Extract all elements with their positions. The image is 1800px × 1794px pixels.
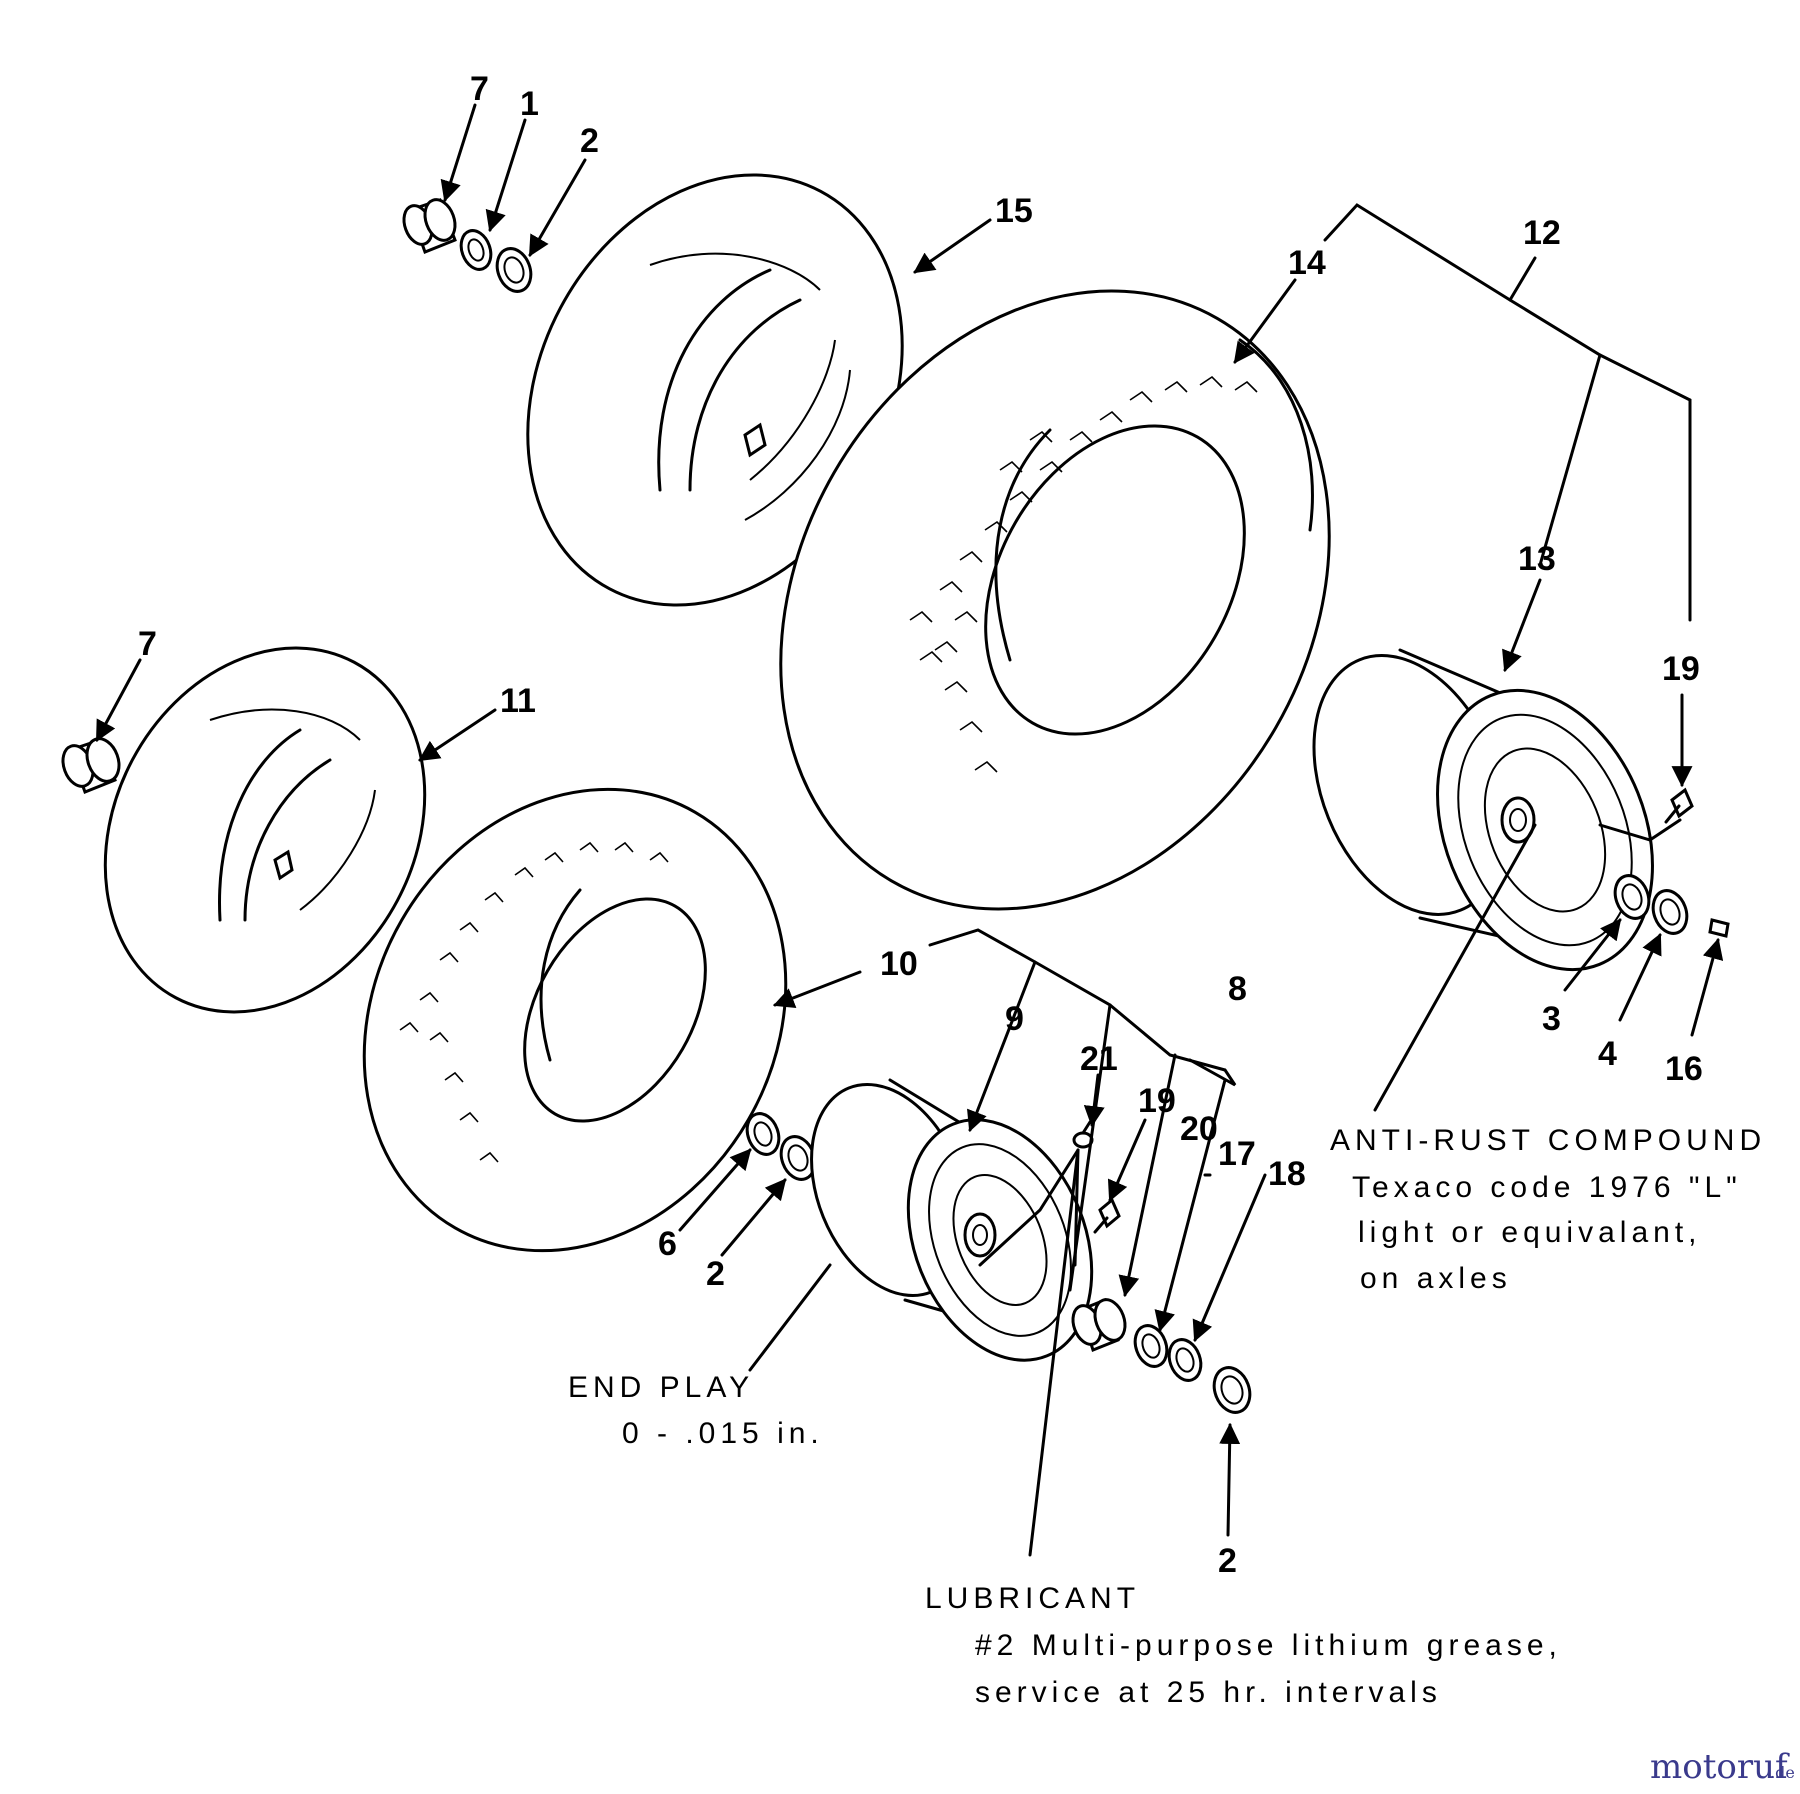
callout-2-bottom: 2 [1218, 1542, 1237, 1580]
callout-9: 9 [1005, 1000, 1024, 1038]
callout-numbers: 7 1 2 15 14 12 13 19 7 11 10 9 8 21 19 2… [138, 70, 1703, 1580]
lubricant-line-1: #2 Multi-purpose lithium grease, [975, 1629, 1562, 1662]
callout-17: 17 [1218, 1135, 1256, 1173]
callout-2-middle: 2 [706, 1255, 725, 1293]
bushing-20 [1071, 1298, 1127, 1352]
callout-4: 4 [1598, 1035, 1617, 1073]
callout-20: 20 [1180, 1110, 1218, 1148]
washer-1-top [459, 229, 493, 271]
endplay-note: END PLAY 0 - .015 in. [568, 1371, 824, 1450]
callout-19-middle: 19 [1138, 1082, 1176, 1120]
bushing-7-left [61, 737, 121, 794]
inner-tube-15 [526, 173, 904, 607]
callout-21: 21 [1080, 1040, 1118, 1078]
washer-18 [1167, 1338, 1203, 1382]
callout-1: 1 [520, 85, 539, 123]
antirust-title: ANTI-RUST COMPOUND [1330, 1124, 1766, 1157]
callout-12: 12 [1523, 214, 1561, 252]
valve-stem-19-middle [1093, 1197, 1121, 1234]
antirust-line-2: light or equivalant, [1358, 1216, 1702, 1249]
inner-tube-11 [103, 646, 427, 1014]
endplay-value: 0 - .015 in. [622, 1417, 824, 1450]
lubricant-line-2: service at 25 hr. intervals [975, 1676, 1442, 1709]
washer-2-top [495, 247, 533, 293]
watermark-tld: .de [1770, 1763, 1795, 1782]
callout-18: 18 [1268, 1155, 1306, 1193]
bushing-7-top [402, 198, 457, 254]
callout-10: 10 [880, 945, 918, 983]
rim-9 [810, 1078, 1094, 1362]
washer-3-right [1613, 874, 1651, 920]
washer-2-bottom [1212, 1366, 1252, 1414]
rim-13 [1312, 648, 1654, 972]
callout-15: 15 [995, 192, 1033, 230]
tire-10 [362, 787, 788, 1253]
antirust-line-1: Texaco code 1976 "L" [1352, 1171, 1742, 1204]
callout-11: 11 [500, 682, 536, 720]
watermark-brand: motoruf [1650, 1747, 1790, 1787]
endplay-title: END PLAY [568, 1371, 754, 1404]
callout-14: 14 [1288, 244, 1326, 282]
antirust-line-3: on axles [1360, 1262, 1512, 1295]
callout-7-left: 7 [138, 625, 157, 663]
callout-6: 6 [658, 1225, 677, 1263]
washer-4-right [1651, 889, 1689, 935]
tire-14 [779, 289, 1331, 911]
callout-7-top: 7 [470, 70, 489, 108]
valve-stem-19-right [1664, 787, 1694, 824]
callout-3: 3 [1542, 1000, 1561, 1038]
antirust-note: ANTI-RUST COMPOUND Texaco code 1976 "L" … [1330, 1124, 1766, 1295]
washer-17 [1133, 1324, 1169, 1368]
key-16-right [1708, 918, 1730, 938]
callout-19-right: 19 [1662, 650, 1700, 688]
watermark: motoruf .de [1650, 1747, 1795, 1787]
lubricant-title: LUBRICANT [925, 1582, 1140, 1615]
washer-6-middle [745, 1112, 781, 1156]
callout-2-top: 2 [580, 122, 599, 160]
lubricant-note: LUBRICANT #2 Multi-purpose lithium greas… [925, 1582, 1562, 1709]
leader-lines [95, 103, 1724, 1557]
callout-16: 16 [1665, 1050, 1703, 1088]
callout-13: 13 [1518, 540, 1556, 578]
callout-8: 8 [1228, 970, 1247, 1008]
